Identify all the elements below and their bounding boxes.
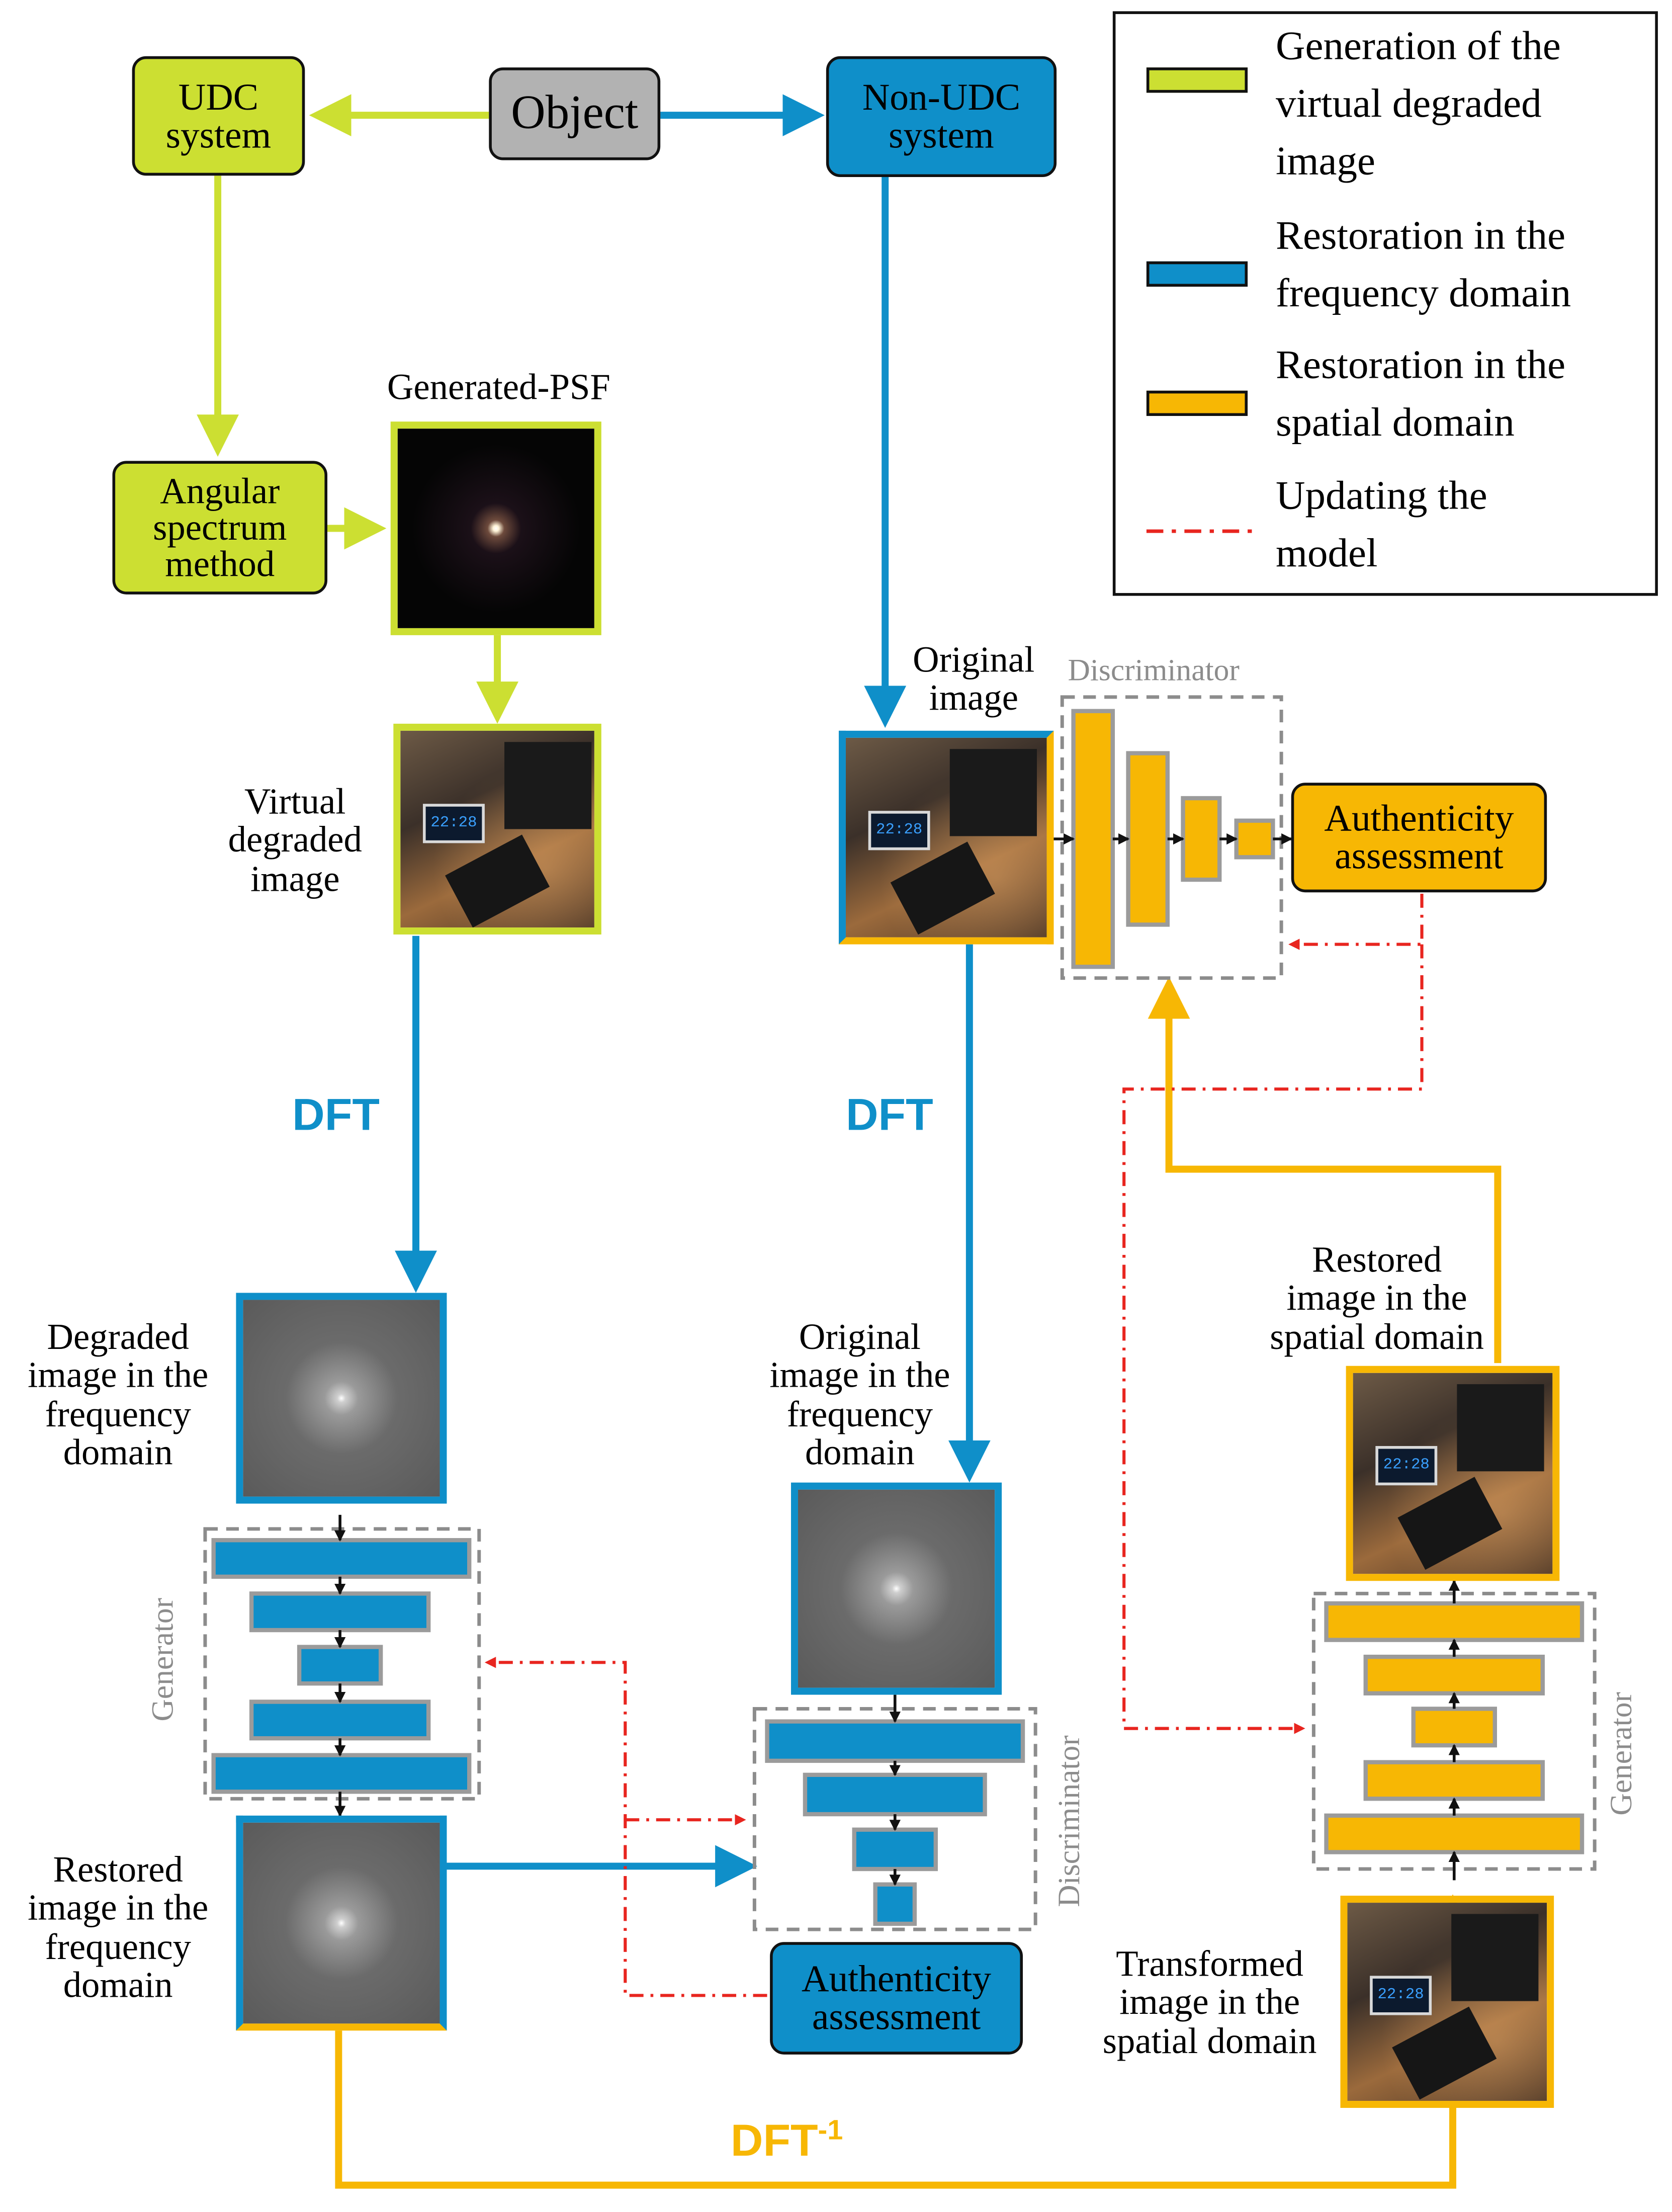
left-generator-frame [203,1527,481,1801]
dft-inverse-superscript: -1 [818,2115,843,2147]
clock-display: 22:28 [422,804,485,843]
top-disc-layer-2 [1126,751,1170,927]
clock-display: 22:28 [1375,1446,1438,1486]
virtual-degraded-image: 22:28 [393,723,601,935]
generated-psf-label: Generated-PSF [387,367,610,408]
keyboard-shape [1397,1477,1503,1570]
generated-psf-image [390,421,601,635]
legend-text-updating: Updating the model [1275,473,1487,576]
degraded-frequency-image [236,1293,447,1504]
angular-spectrum-box: Angular spectrum method [112,461,328,594]
authenticity-assessment-top-box: Authenticity assessment [1291,783,1547,893]
dft-label-middle: DFT [845,1089,933,1140]
dft-inverse-label: DFT-1 [731,2115,843,2167]
legend-text-spatial: Restoration in the spatial domain [1275,343,1566,446]
top-discriminator-label: Discriminator [1068,652,1240,688]
bottom-disc-layer-4 [873,1882,917,1926]
original-image-label: Original image [913,639,1035,719]
top-disc-layer-1 [1071,709,1115,969]
top-disc-layer-3 [1181,796,1222,882]
clock-display: 22:28 [1370,1976,1432,2015]
monitor-shape [504,742,592,829]
bottom-discriminator-frame [752,1707,1037,1931]
bottom-disc-layer-2 [803,1772,987,1817]
restored-frequency-label: Restored image in the frequency domain [28,1849,209,2005]
restored-spatial-label: Restored image in the spatial domain [1270,1239,1484,1357]
right-gen-layer-3 [1411,1707,1498,1748]
right-generator-label: Generator [1603,1692,1638,1816]
transformed-spatial-image: 22:28 [1340,1896,1554,2108]
bottom-disc-layer-3 [852,1827,938,1871]
update-arrow-right-generator [1122,944,1424,1734]
dft-inverse-text: DFT [730,2114,818,2166]
restored-frequency-image [236,1815,447,2031]
update-arrow-top-discriminator [1288,893,1424,950]
keyboard-shape [890,841,995,935]
original-frequency-image [791,1482,1002,1695]
keyboard-shape [1392,2006,1497,2100]
keyboard-shape [445,834,550,928]
virtual-degraded-label: Virtual degraded image [228,781,362,899]
non-udc-system-box: Non-UDC system [826,56,1057,178]
degraded-frequency-label: Degraded image in the frequency domain [28,1316,209,1473]
left-generator-label: Generator [144,1597,180,1722]
restored-spatial-image: 22:28 [1346,1366,1560,1581]
transformed-spatial-label: Transformed image in the spatial domain [1102,1943,1317,2061]
bottom-disc-layer-1 [765,1719,1025,1763]
right-gen-layer-2 [1363,1654,1545,1695]
monitor-shape [1451,1914,1539,2001]
legend-swatch-gold [1146,390,1248,416]
right-gen-layer-1 [1324,1601,1585,1642]
original-frequency-label: Original image in the frequency domain [769,1316,950,1473]
monitor-shape [1457,1384,1544,1472]
left-gen-layer-2 [249,1591,431,1633]
legend-text-frequency: Restoration in the frequency domain [1275,213,1571,316]
legend-text-generation: Generation of the virtual degraded image [1275,24,1561,185]
authenticity-assessment-bottom-box: Authenticity assessment [770,1942,1023,2055]
right-gen-layer-4 [1363,1760,1545,1801]
left-gen-layer-4 [249,1699,431,1741]
left-gen-layer-1 [211,1538,472,1579]
legend-swatch-red-dashdot [1146,529,1254,533]
clock-display: 22:28 [868,811,930,850]
original-image: 22:28 [839,730,1054,945]
left-gen-layer-5 [211,1753,472,1794]
dft-label-left: DFT [292,1089,380,1140]
legend-swatch-green [1146,67,1248,93]
legend: Generation of the virtual degraded image… [1112,11,1658,596]
monitor-shape [949,749,1037,836]
object-box: Object [489,67,661,160]
top-disc-layer-4 [1234,818,1275,860]
udc-system-box: UDC system [132,56,305,176]
bottom-discriminator-label: Discriminator [1051,1735,1087,1907]
arrow-restored-spatial-to-discriminator [1148,976,1502,1364]
legend-swatch-blue [1146,261,1248,287]
right-gen-layer-5 [1324,1813,1585,1854]
left-gen-layer-3 [297,1645,383,1686]
update-arrow-left-generator [484,1657,767,1997]
